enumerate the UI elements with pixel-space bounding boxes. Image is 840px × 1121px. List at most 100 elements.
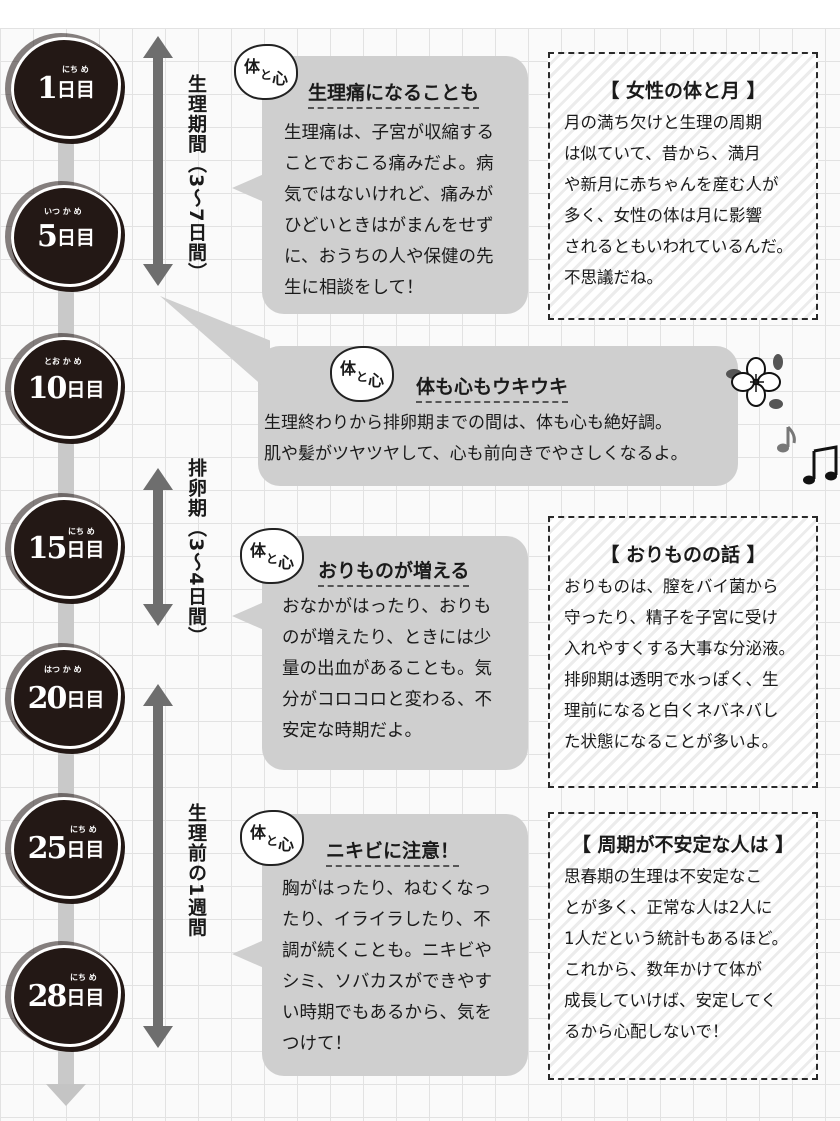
- day-unit: 日目: [66, 838, 105, 861]
- day-number: 25: [27, 830, 68, 866]
- timeline-arrow-down-icon: [46, 1084, 86, 1106]
- text-line: 1人だという統計もあるほど。: [564, 929, 789, 948]
- info-box-irregular: 【 周期が不安定な人は 】 思春期の生理は不安定なこ とが多く、正常な人は2人に…: [548, 812, 818, 1080]
- day-number: 5: [37, 218, 58, 254]
- text-line: とが多く、正常な人は2人に: [564, 898, 773, 917]
- speech-bubble-cramps: 生理痛になることも 生理痛は、子宮が収縮する ことでおこる痛みだよ。病 気ではな…: [232, 56, 528, 314]
- badge-body: 体: [249, 541, 266, 560]
- badge-body: 体: [243, 57, 260, 76]
- day-number: 1: [37, 70, 58, 106]
- badge-mind: 心: [272, 69, 289, 88]
- info-title: 【 周期が不安定な人は 】: [571, 834, 795, 856]
- day-unit: 日目: [66, 538, 105, 561]
- badge-to: と: [265, 552, 278, 566]
- info-text: おりものは、膣をバイ菌から 守ったり、精子を子宮に受け 入れやすくする大事な分泌…: [564, 571, 816, 757]
- bubble-text: 胸がはったり、ねむくなっ たり、イライラしたり、不 調が続くことも。ニキビや シ…: [282, 874, 492, 1060]
- badge-to: と: [265, 834, 278, 848]
- text-line: シミ、ソバカスができやす: [282, 972, 492, 992]
- body-mind-badge-icon: 体と心: [330, 346, 394, 402]
- day-badge-25: にち め 25 日目: [14, 800, 118, 896]
- text-line: 安定な時期だよ。: [282, 721, 422, 741]
- text-line: い時期でもあるから、気を: [282, 1003, 492, 1023]
- badge-to: と: [355, 370, 368, 384]
- day-ruby: にち め: [62, 65, 89, 74]
- badge-body: 体: [249, 823, 266, 842]
- day-badge-28: にち め 28 日目: [14, 948, 118, 1044]
- day-number: 20: [27, 680, 68, 716]
- info-title: 【 おりものの話 】: [600, 544, 766, 566]
- premenstrual-range-arrow-icon: [143, 684, 173, 1048]
- text-line: 不思議だね。: [564, 268, 663, 287]
- text-line: ひどいときはがまんをせず: [284, 216, 494, 236]
- body-mind-badge-icon: 体と心: [234, 44, 298, 100]
- text-line: 生理終わりから排卵期までの間は、体も心も絶好調。: [264, 413, 672, 433]
- day-ruby: にち め: [70, 825, 97, 834]
- text-line: のが増えたり、ときには少: [282, 628, 492, 648]
- badge-mind: 心: [368, 371, 385, 390]
- text-line: 量の出血があることも。気: [282, 659, 492, 679]
- phase-label-premenstrual: 生理前の1週間: [185, 802, 207, 938]
- bubble-tail: [232, 602, 264, 630]
- day-unit: 日目: [66, 688, 105, 711]
- text-line: 肌や髪がツヤツヤして、心も前向きでやさしくなるよ。: [264, 444, 688, 464]
- text-line: 胸がはったり、ねむくなっ: [282, 879, 492, 899]
- badge-to: と: [259, 68, 272, 82]
- text-line: 生に相談をして！: [284, 278, 424, 298]
- day-number: 15: [27, 530, 68, 566]
- info-box-discharge: 【 おりものの話 】 おりものは、膣をバイ菌から 守ったり、精子を子宮に受け 入…: [548, 516, 818, 788]
- text-line: るから心配しないで！: [564, 1022, 729, 1041]
- speech-bubble-acne: ニキビに注意！ 胸がはったり、ねむくなっ たり、イライラしたり、不 調が続くこと…: [232, 814, 528, 1076]
- text-line: されるともいわれているんだ。: [564, 237, 793, 256]
- body-mind-badge-icon: 体と心: [240, 810, 304, 866]
- bubble-title: 生理痛になることも: [308, 78, 480, 109]
- speech-bubble-discharge: おりものが増える おなかがはったり、おりも のが増えたり、ときには少 量の出血が…: [232, 536, 528, 770]
- bubble-title: ニキビに注意！: [326, 836, 460, 867]
- period-range-arrow-icon: [143, 36, 173, 286]
- day-unit: 日目: [56, 78, 95, 101]
- text-line: おりものは、膣をバイ菌から: [564, 577, 779, 596]
- text-line: 理前になると白くネバネバし: [564, 701, 779, 720]
- day-badge-5: いつ か め 5 日目: [14, 188, 118, 284]
- speech-bubble-uplifted: 体も心もウキウキ 生理終わりから排卵期までの間は、体も心も絶好調。 肌や髪がツヤ…: [258, 346, 738, 486]
- text-line: 入れやすくする大事な分泌液。: [564, 639, 795, 658]
- text-line: 調が続くことも。ニキビや: [282, 941, 492, 961]
- day-unit: 日目: [56, 226, 95, 249]
- text-line: おなかがはったり、おりも: [282, 597, 492, 617]
- text-line: に、おうちの人や保健の先: [284, 247, 494, 267]
- day-badge-20: はつ か め 20 日目: [14, 650, 118, 746]
- day-unit: 日目: [66, 986, 105, 1009]
- bubble-title: おりものが増える: [318, 556, 470, 587]
- day-number: 10: [27, 370, 68, 406]
- text-line: つけて！: [282, 1034, 352, 1054]
- ovulation-range-arrow-icon: [143, 468, 173, 626]
- text-line: 成長していけば、安定してく: [564, 991, 778, 1010]
- day-badge-1: にち め 1 日目: [14, 40, 118, 136]
- text-line: ことでおこる痛みだよ。病: [284, 154, 494, 174]
- info-box-moon: 【 女性の体と月 】 月の満ち欠けと生理の周期 は似ていて、昔から、満月 や新月…: [548, 52, 818, 320]
- text-line: は似ていて、昔から、満月: [564, 144, 761, 163]
- day-ruby: とお か め: [44, 357, 82, 366]
- day-ruby: いつ か め: [44, 207, 82, 216]
- phase-label-period: 生理期間（3〜7日間）: [185, 73, 207, 283]
- text-line: これから、数年かけて体が: [564, 960, 762, 979]
- badge-body: 体: [339, 359, 356, 378]
- bubble-text: おなかがはったり、おりも のが増えたり、ときには少 量の出血があることも。気 分…: [282, 592, 492, 747]
- text-line: 生理痛は、子宮が収縮する: [284, 123, 494, 143]
- music-notes-icon: [777, 425, 838, 485]
- day-badge-15: にち め 15 日目: [14, 500, 118, 596]
- text-line: 排卵期は透明で水っぽく、生: [564, 670, 779, 689]
- flower-icon: [726, 354, 783, 409]
- text-line: たり、イライラしたり、不: [282, 910, 491, 930]
- info-text: 思春期の生理は不安定なこ とが多く、正常な人は2人に 1人だという統計もあるほど…: [564, 861, 816, 1047]
- bubble-tail: [232, 174, 264, 202]
- day-ruby: にち め: [70, 973, 97, 982]
- text-line: 多く、女性の体は月に影響: [564, 206, 762, 225]
- text-line: 月の満ち欠けと生理の周期: [564, 113, 762, 132]
- day-badge-10: とお か め 10 日目: [14, 340, 118, 436]
- text-line: 思春期の生理は不安定なこ: [564, 867, 762, 886]
- text-line: や新月に赤ちゃんを産む人が: [564, 175, 779, 194]
- text-line: 分がコロコロと変わる、不: [282, 690, 492, 710]
- day-number: 28: [27, 978, 68, 1014]
- text-line: 気ではないけれど、痛みが: [284, 185, 494, 205]
- text-line: 守ったり、精子を子宮に受け: [564, 608, 778, 627]
